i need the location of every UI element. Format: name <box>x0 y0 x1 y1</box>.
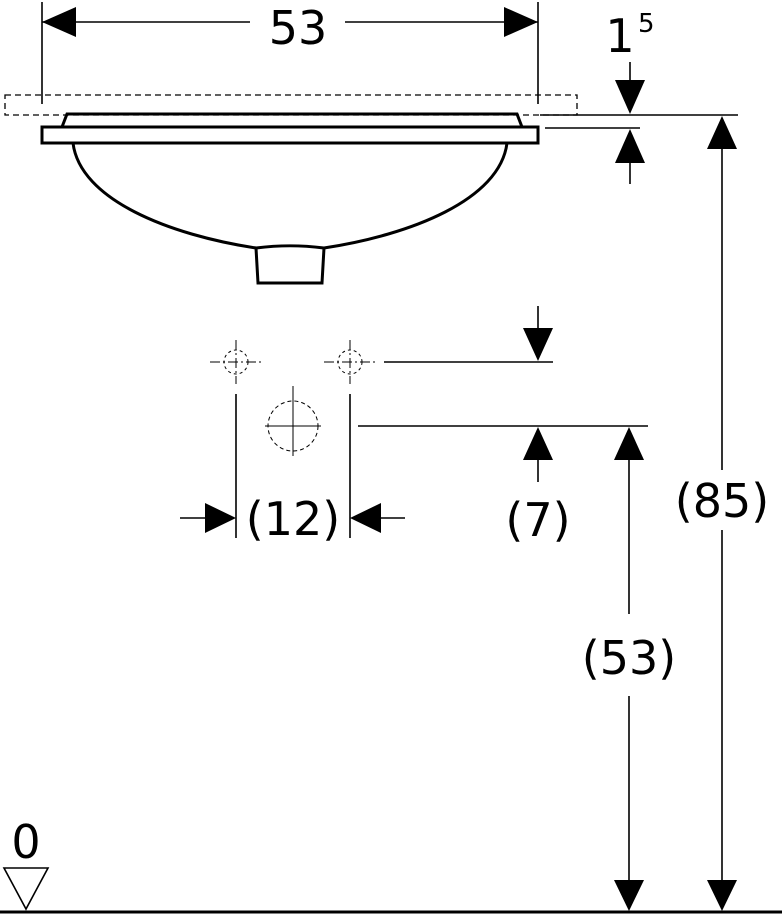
drain-height-label: (53) <box>582 631 676 685</box>
tap-hole-right <box>324 340 376 384</box>
rim-offset-dimension <box>540 62 738 184</box>
tap-spacing-label: (12) <box>246 492 340 546</box>
overall-height-label: (85) <box>675 474 769 528</box>
tap-height-dimension <box>358 306 648 482</box>
top-width-dimension <box>41 2 539 104</box>
zero-level-label: 0 <box>11 815 40 869</box>
basin-rim-top <box>60 112 524 128</box>
tap-hole-left <box>210 340 262 384</box>
top-width-label: 53 <box>269 1 328 55</box>
tap-height-label: (7) <box>505 493 570 547</box>
rim-offset-superscript: 5 <box>638 9 655 39</box>
drain-height-dimension <box>614 427 644 911</box>
countertop-outline <box>4 94 578 116</box>
zero-level-icon <box>2 867 50 911</box>
basin-bowl <box>71 142 509 250</box>
tap-spacing-dimension <box>180 394 405 538</box>
overall-height-dimension <box>707 116 737 911</box>
basin-rim-flange <box>40 125 540 145</box>
rim-offset-label: 1 <box>605 9 634 63</box>
drain-position-marker <box>265 386 321 456</box>
basin <box>40 112 540 285</box>
basin-drain-outlet <box>254 247 326 285</box>
